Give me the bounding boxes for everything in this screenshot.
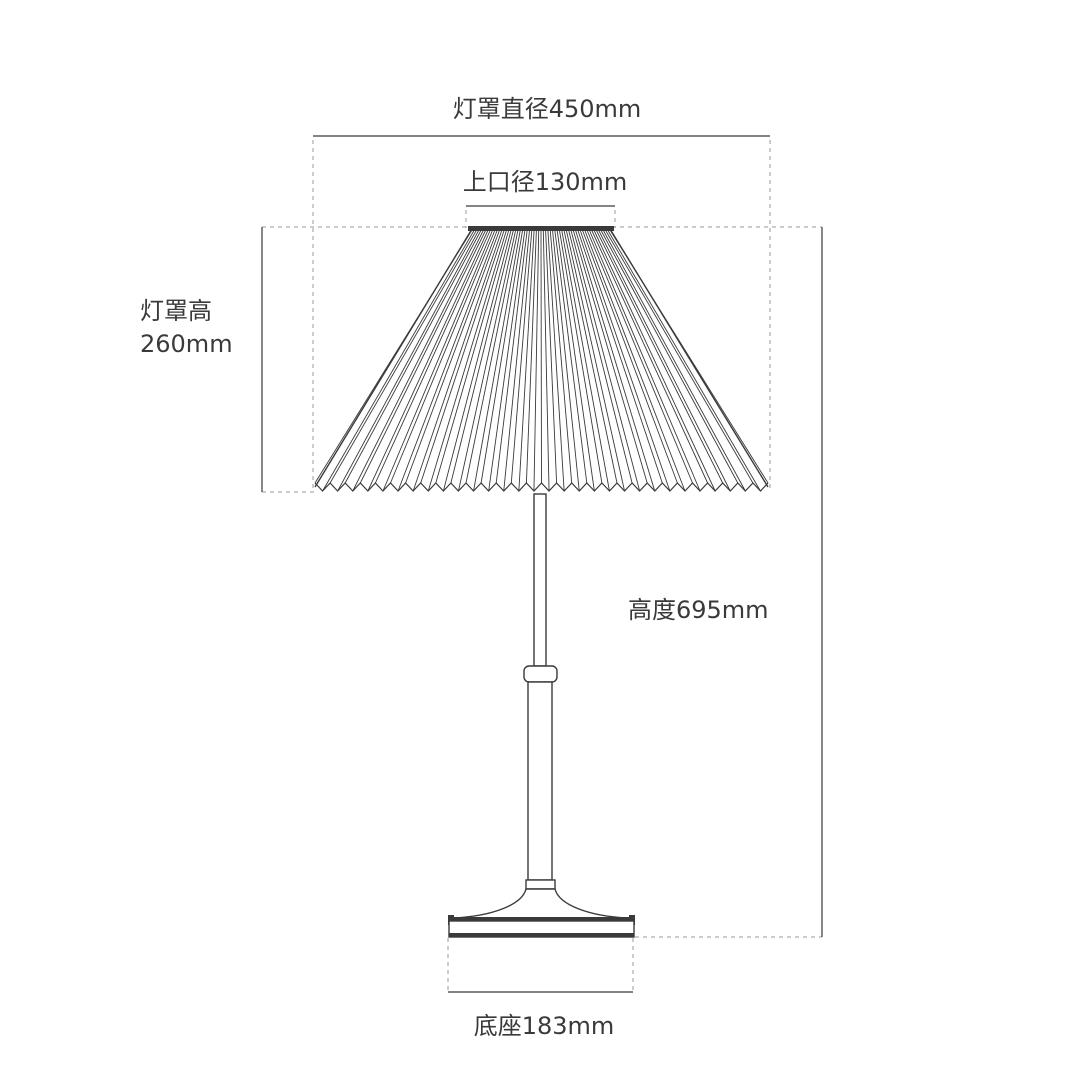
shade-pleat — [427, 229, 507, 492]
shade-pleat — [605, 229, 754, 484]
guide-lines — [262, 140, 822, 990]
shade-pleat — [435, 229, 510, 484]
base-right-cap — [629, 915, 635, 925]
shade-pleat — [584, 229, 686, 492]
shade-pleat — [591, 229, 709, 484]
shade-pleat — [518, 229, 535, 492]
shade-pleat — [565, 229, 625, 492]
shade-pleat — [367, 229, 489, 492]
shade-pleat — [570, 229, 641, 492]
shade-pleat — [575, 229, 656, 492]
shade-pleat — [607, 229, 761, 492]
shade-pleat — [595, 229, 724, 484]
shade-pleat — [480, 229, 524, 484]
shade-pleat — [352, 229, 484, 492]
shade-pleat — [359, 229, 487, 484]
base-width-label: 底座183mm — [473, 1012, 615, 1040]
shade-pleat — [552, 229, 580, 492]
shade-bottom-edge — [314, 482, 769, 492]
shade-pleat — [405, 229, 501, 484]
shade-pleat — [545, 229, 558, 484]
dimension-lines — [261, 135, 823, 993]
shade-top-rim — [468, 226, 614, 231]
shade-pleat — [329, 229, 477, 484]
shade-pleat — [442, 229, 512, 492]
shade-pleat — [602, 229, 746, 492]
lower-tube — [527, 681, 553, 881]
shade-pleat — [568, 229, 633, 484]
shade-pleat — [397, 229, 498, 492]
shade-pleat — [598, 229, 731, 492]
shade-pleat — [586, 229, 693, 484]
lamp-base — [448, 888, 635, 938]
shade-pleat — [579, 229, 671, 492]
shade-pleat — [581, 229, 678, 484]
shade-pleat — [503, 229, 530, 492]
shade-pleat — [510, 229, 533, 484]
shade-pleat — [465, 229, 519, 484]
shade-height-label-line2: 260mm — [140, 330, 233, 358]
shade-pleat — [549, 229, 573, 484]
shade-edge-right — [609, 228, 769, 488]
shade-height-label: 灯罩高 260mm — [140, 295, 233, 361]
shade-height-label-line1: 灯罩高 — [140, 297, 212, 325]
shade-pleat — [533, 229, 540, 492]
shade-pleat — [561, 229, 610, 492]
shade-pleat — [542, 229, 550, 492]
base-flare — [453, 888, 628, 919]
shade-pleat — [322, 229, 475, 492]
base-top-plate — [448, 917, 635, 921]
shade-pleat — [554, 229, 588, 484]
shade-pleat — [577, 229, 663, 484]
shade-pleat — [458, 229, 517, 492]
top-diameter-label: 上口径130mm — [462, 168, 628, 196]
shade-pleat — [593, 229, 716, 492]
shade-pleat — [588, 229, 701, 492]
shade-pleat — [556, 229, 595, 492]
shade-pleat — [547, 229, 565, 492]
upper-rod — [533, 493, 547, 667]
shade-pleat — [540, 229, 542, 484]
shade-pleat — [558, 229, 603, 484]
shade-edge-left — [314, 228, 473, 488]
shade-pleat — [390, 229, 496, 484]
stem-ring — [525, 879, 556, 890]
shade-pleat — [337, 229, 480, 492]
shade-pleat — [374, 229, 491, 484]
shade-pleat — [600, 229, 739, 484]
shade-pleat — [412, 229, 503, 492]
shade-pleat — [473, 229, 521, 492]
shade-pleat — [525, 229, 537, 484]
base-bottom-edge — [449, 933, 634, 937]
stem-collar — [523, 665, 558, 683]
total-height-label: 高度695mm — [628, 596, 769, 624]
shade-pleat — [488, 229, 526, 492]
shade-pleat — [450, 229, 514, 484]
shade-pleat — [563, 229, 618, 484]
shade-pleat — [420, 229, 505, 484]
shade-pleat — [495, 229, 528, 484]
shade-pleat — [344, 229, 482, 484]
lamp-stem — [523, 493, 558, 890]
base-left-cap — [448, 915, 454, 925]
lamp-shade — [314, 226, 769, 492]
shade-pleat — [572, 229, 648, 484]
shade-diameter-label: 灯罩直径450mm — [452, 95, 642, 123]
shade-pleat — [382, 229, 494, 492]
